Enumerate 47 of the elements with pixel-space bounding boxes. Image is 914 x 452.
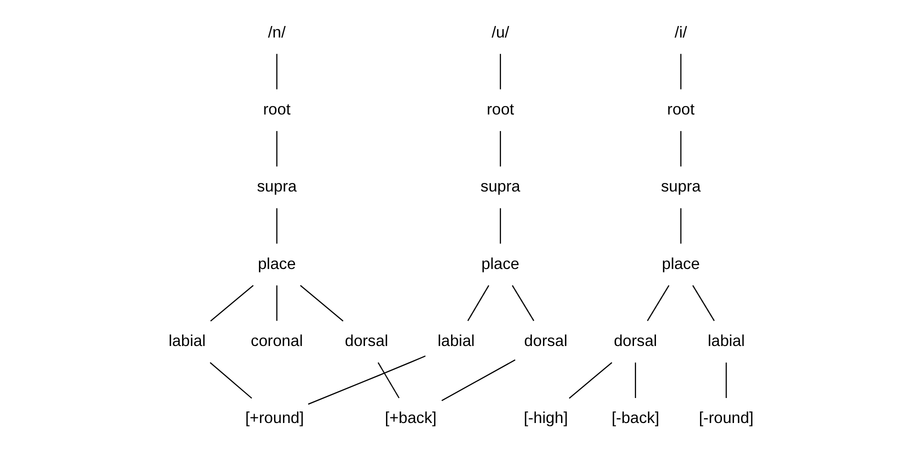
node-text: root bbox=[667, 101, 695, 118]
node-text: place bbox=[258, 256, 296, 273]
node-text: dorsal bbox=[614, 332, 658, 350]
connector bbox=[500, 131, 501, 166]
connector bbox=[680, 131, 682, 166]
connector bbox=[308, 356, 426, 405]
connector bbox=[300, 284, 344, 322]
connector bbox=[634, 362, 636, 398]
node-text: place bbox=[662, 256, 700, 273]
node-text: root bbox=[263, 101, 291, 118]
connector bbox=[467, 285, 490, 322]
node-text: labial bbox=[708, 332, 745, 350]
node-text: [-round] bbox=[698, 410, 754, 428]
connector bbox=[646, 285, 670, 322]
connector bbox=[680, 208, 682, 244]
node-text: /n/ bbox=[268, 24, 286, 42]
connector bbox=[378, 362, 400, 398]
node-text: [-high] bbox=[524, 410, 568, 428]
connector bbox=[692, 285, 715, 322]
connector bbox=[210, 362, 252, 399]
node-text: root bbox=[486, 101, 514, 118]
connector bbox=[500, 54, 501, 90]
connector bbox=[512, 285, 534, 322]
node-text: [-back] bbox=[612, 410, 660, 428]
node-text: [+back] bbox=[384, 410, 437, 428]
connector bbox=[441, 359, 516, 402]
node-text: [+round] bbox=[245, 410, 304, 428]
connector bbox=[276, 54, 278, 90]
connector bbox=[210, 284, 254, 322]
connector bbox=[276, 285, 278, 321]
node-text: supra bbox=[660, 178, 701, 196]
node-text: supra bbox=[480, 178, 520, 196]
node-text: /u/ bbox=[492, 24, 510, 42]
node-text: coronal bbox=[250, 332, 303, 350]
connector bbox=[726, 362, 727, 398]
node-text: labial bbox=[168, 332, 206, 350]
connector bbox=[500, 208, 501, 244]
connector bbox=[276, 131, 278, 166]
node-text: supra bbox=[256, 178, 297, 196]
node-text: labial bbox=[438, 332, 475, 350]
node-text: dorsal bbox=[344, 332, 388, 350]
connector bbox=[568, 362, 612, 399]
node-text: place bbox=[481, 256, 520, 273]
node-text: dorsal bbox=[524, 332, 568, 350]
connector bbox=[276, 208, 278, 244]
connector bbox=[680, 54, 682, 90]
node-text: /i/ bbox=[674, 24, 688, 42]
